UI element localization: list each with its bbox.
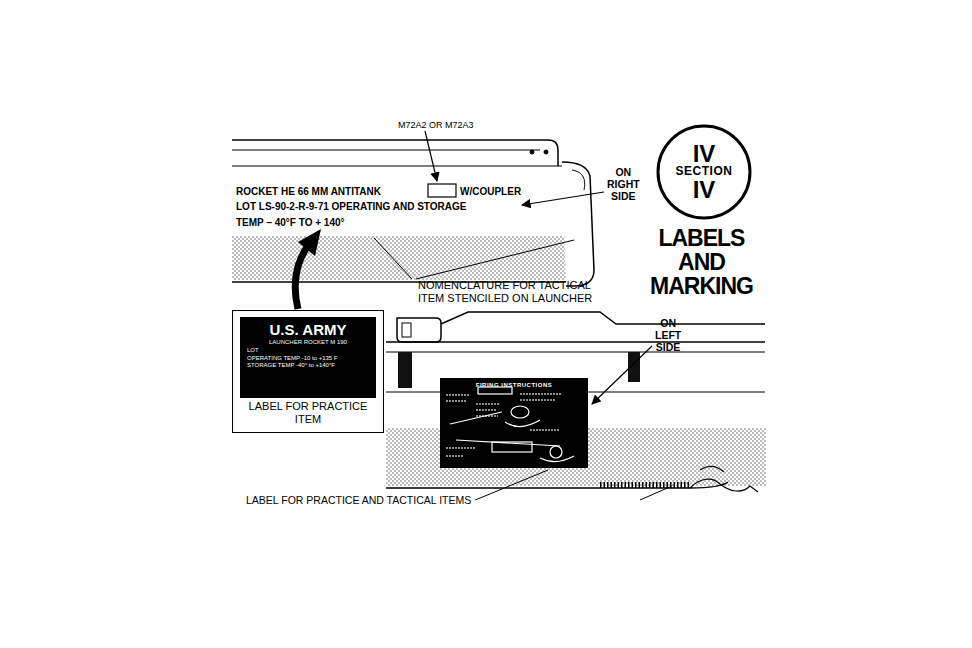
pictograph bbox=[550, 446, 562, 458]
fine-print bbox=[446, 400, 466, 402]
circle-outline bbox=[658, 126, 750, 218]
section-numeral: IV bbox=[693, 143, 716, 166]
leader-arrow bbox=[522, 192, 604, 205]
section-numeral: IV bbox=[693, 179, 716, 202]
section-numeral: SECTION bbox=[676, 165, 733, 178]
trigger-line bbox=[640, 486, 672, 500]
fine-print bbox=[520, 393, 562, 395]
army-label-plate: U.S. ARMYLAUNCHER ROCKET M 190LOTOPERATI… bbox=[240, 317, 376, 398]
stencil-text: W/COUPLER bbox=[460, 186, 521, 198]
launcher-outline bbox=[232, 140, 558, 166]
side-note: ON RIGHT SIDE bbox=[607, 166, 640, 202]
pictograph bbox=[450, 412, 502, 424]
label-text: LOT bbox=[247, 347, 369, 355]
top-cover bbox=[441, 312, 765, 324]
section-circle: IVSECTIONIV bbox=[656, 124, 752, 220]
label-text: STORAGE TEMP -40° to +140°F bbox=[247, 362, 369, 370]
launcher-line bbox=[232, 165, 562, 166]
fine-print bbox=[446, 455, 464, 457]
curved-arrow bbox=[295, 246, 308, 309]
callout-note: NOMENCLATURE FOR TACTICAL ITEM STENCILED… bbox=[418, 279, 608, 304]
label-heading: U.S. ARMY bbox=[247, 321, 369, 339]
fine-print bbox=[446, 447, 476, 449]
firing-instructions-label: FIRING INSTRUCTIONS bbox=[440, 378, 588, 468]
leader-arrow bbox=[592, 346, 652, 404]
leader-line bbox=[475, 470, 548, 500]
pictograph bbox=[505, 420, 540, 427]
launcher-outline bbox=[386, 482, 728, 488]
trigger-hand bbox=[700, 466, 724, 472]
stipple-shading bbox=[232, 236, 572, 280]
stencil-text: ROCKET HE 66 MM ANTITANK bbox=[236, 186, 381, 198]
label-text: FIRING INSTRUCTIONS bbox=[445, 382, 583, 389]
end-cap-ring bbox=[572, 170, 585, 190]
model-callout: M72A2 OR M72A3 bbox=[398, 120, 474, 130]
fine-print bbox=[446, 394, 470, 396]
rear-cap-knob bbox=[402, 323, 411, 337]
label-text: LABEL FOR PRACTICE ITEM bbox=[239, 400, 377, 428]
model-box bbox=[428, 184, 456, 197]
fine-print bbox=[476, 403, 500, 405]
practice-label-box: LABEL FOR PRACTICE ITEMU.S. ARMYLAUNCHER… bbox=[232, 310, 384, 433]
section-title: LABELS AND MARKING bbox=[650, 226, 753, 298]
side-note: ON LEFT SIDE bbox=[655, 317, 681, 353]
leader-line bbox=[374, 238, 412, 279]
fine-print bbox=[530, 429, 560, 431]
firing-label-ground bbox=[440, 378, 588, 468]
launcher-line bbox=[232, 150, 540, 151]
pictograph bbox=[511, 406, 529, 418]
launcher-outline bbox=[386, 341, 765, 343]
leader-line bbox=[416, 240, 574, 279]
pictograph bbox=[478, 387, 512, 394]
dark-band bbox=[398, 352, 412, 388]
label-text: LAUNCHER ROCKET M 190 bbox=[247, 339, 369, 347]
pictograph bbox=[456, 440, 560, 446]
pictograph bbox=[492, 442, 532, 452]
stencil-text: TEMP – 40°F TO + 140° bbox=[236, 217, 345, 229]
launcher-line bbox=[386, 352, 765, 353]
callout-note: LABEL FOR PRACTICE AND TACTICAL ITEMS bbox=[246, 494, 471, 506]
sight-dot bbox=[544, 150, 548, 154]
fine-print bbox=[520, 399, 556, 401]
trigger-spring bbox=[600, 482, 690, 488]
rear-cap bbox=[397, 318, 441, 342]
curved-arrow-head bbox=[298, 229, 321, 256]
sight-dot bbox=[530, 150, 534, 154]
trigger-hand bbox=[690, 479, 758, 492]
pictograph bbox=[540, 456, 574, 462]
end-cap bbox=[562, 162, 594, 286]
label-text: OPERATING TEMP -10 to +135 F bbox=[247, 355, 369, 363]
leader-arrow bbox=[425, 131, 437, 181]
stencil-text: LOT LS-90-2-R-9-71 OPERATING AND STORAGE bbox=[236, 201, 466, 213]
fine-print bbox=[476, 409, 496, 411]
